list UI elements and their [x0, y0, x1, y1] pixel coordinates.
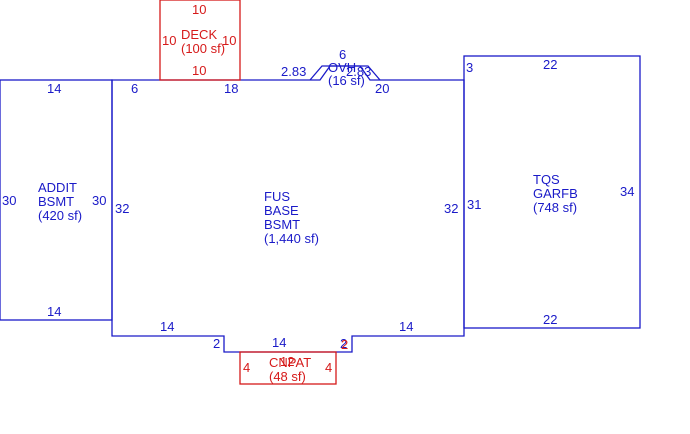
- fus-label-line3: BSMT: [264, 217, 300, 232]
- addit-label-line1: ADDIT: [38, 180, 77, 195]
- fus-dim-top-e: 20: [375, 81, 389, 96]
- cnpat-dim-top: 12: [280, 354, 294, 369]
- fus-dim-bottom-b: 14: [272, 335, 286, 350]
- addit-label-line2: BSMT: [38, 194, 74, 209]
- cnpat-outline: [239, 351, 337, 385]
- deck-label-line2: (100 sf): [181, 41, 225, 56]
- addit-dim-right: 30: [92, 193, 106, 208]
- cnpat-label-line1: CNPAT: [269, 355, 311, 370]
- tqs-label-line2: GARFB: [533, 186, 578, 201]
- fus-label-line2: BASE: [264, 203, 299, 218]
- deck-dim-bottom: 10: [192, 63, 206, 78]
- addit-dim-top: 14: [47, 81, 61, 96]
- tqs-dim-bottom: 22: [543, 312, 557, 327]
- addit-dim-bottom: 14: [47, 304, 61, 319]
- fus-dim-left: 32: [115, 201, 129, 216]
- deck-dim-right: 10: [222, 33, 236, 48]
- tqs-dim-right: 34: [620, 184, 634, 199]
- ovh-label-line2: (16 sf): [328, 73, 365, 88]
- addit-dim-left: 30: [2, 193, 16, 208]
- fus-dim-top-c: 2.83: [281, 64, 306, 79]
- fus-dim-right: 32: [444, 201, 458, 216]
- fus-dim-step-left: 2: [213, 336, 220, 351]
- tqs-garfb-outline: [463, 55, 641, 329]
- fus-label-line4: (1,440 sf): [264, 231, 319, 246]
- fus-label-line1: FUS: [264, 189, 290, 204]
- tqs-label-line1: TQS: [533, 172, 560, 187]
- tqs-dim-notch: 3: [466, 60, 473, 75]
- ovh-dim-top: 6: [339, 47, 346, 62]
- fus-dim-bottom-c: 14: [399, 319, 413, 334]
- cnpat-label-line2: (48 sf): [269, 369, 306, 384]
- fus-dim-top-b: 18: [224, 81, 238, 96]
- fus-dim-step-right: 2: [340, 336, 347, 351]
- cnpat-dim-left: 4: [243, 360, 250, 375]
- cnpat-dim-right: 4: [325, 360, 332, 375]
- tqs-dim-left: 31: [467, 197, 481, 212]
- addit-label-line3: (420 sf): [38, 208, 82, 223]
- deck-dim-top: 10: [192, 2, 206, 17]
- ovh-label-line1: OVH: [328, 60, 356, 75]
- fus-dim-bottom-a: 14: [160, 319, 174, 334]
- tqs-label-line3: (748 sf): [533, 200, 577, 215]
- deck-label-line1: DECK: [181, 27, 217, 42]
- ovh-outline: [309, 65, 381, 81]
- tqs-dim-top: 22: [543, 57, 557, 72]
- fus-dim-top-d: 2.83: [346, 64, 371, 79]
- deck-outline: [159, 0, 241, 81]
- fus-dim-top-a: 6: [131, 81, 138, 96]
- cnpat-dim-step: 2: [341, 337, 348, 352]
- deck-dim-left: 10: [162, 33, 176, 48]
